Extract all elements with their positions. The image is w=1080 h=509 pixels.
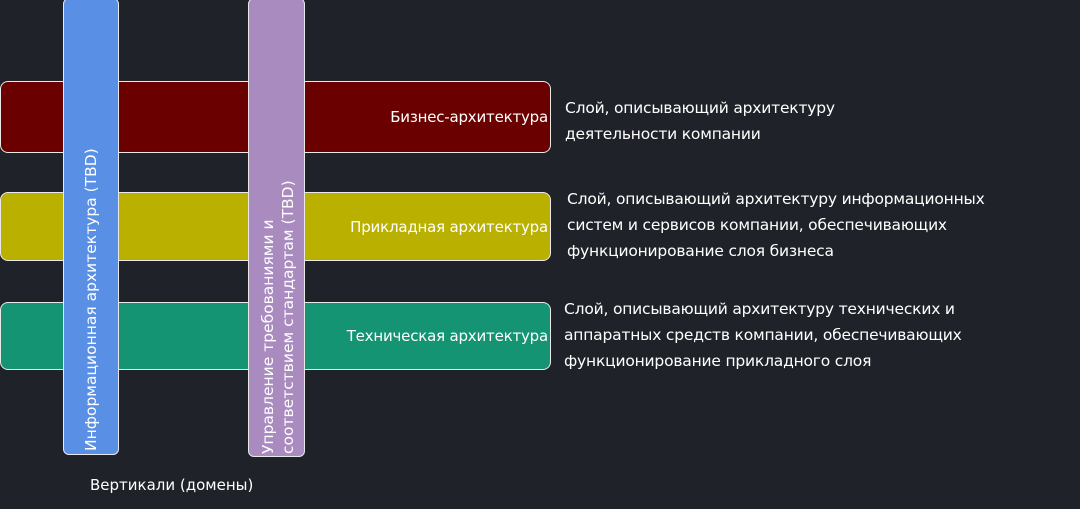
description-line: функционирование прикладного слоя xyxy=(564,352,872,370)
description-line: функционирование слоя бизнеса xyxy=(567,242,834,260)
verticals-caption: Вертикали (домены) xyxy=(90,476,254,494)
applied-architecture-description: Слой, описывающий архитектуру информацио… xyxy=(567,186,985,264)
description-line: систем и сервисов компании, обеспечивающ… xyxy=(567,216,947,234)
description-line: Слой, описывающий архитектуру xyxy=(565,99,835,117)
information-architecture-label: Информационная архитектура (TBD) xyxy=(81,148,101,451)
governance-label-line-1: Управление требованиями и xyxy=(259,219,277,454)
description-line: Слой, описывающий архитектуру технически… xyxy=(564,300,955,318)
governance-label: Управление требованиями и соответствием … xyxy=(258,180,298,454)
business-architecture-label: Бизнес-архитектура xyxy=(390,108,548,126)
technical-architecture-description: Слой, описывающий архитектуру технически… xyxy=(564,296,962,374)
description-line: аппаратных средств компании, обеспечиваю… xyxy=(564,326,962,344)
governance-vertical: Управление требованиями и соответствием … xyxy=(248,0,305,457)
information-architecture-label-line: Информационная архитектура (TBD) xyxy=(82,148,100,451)
applied-architecture-label: Прикладная архитектура xyxy=(350,217,548,236)
technical-architecture-label: Техническая архитектура xyxy=(346,327,549,345)
governance-label-line-2: соответствием стандартам (TBD) xyxy=(279,180,297,454)
business-architecture-description: Слой, описывающий архитектуру деятельнос… xyxy=(565,95,835,147)
information-architecture-vertical: Информационная архитектура (TBD) xyxy=(63,0,119,455)
description-line: Слой, описывающий архитектуру информацио… xyxy=(567,190,985,208)
description-line: деятельности компании xyxy=(565,125,761,143)
